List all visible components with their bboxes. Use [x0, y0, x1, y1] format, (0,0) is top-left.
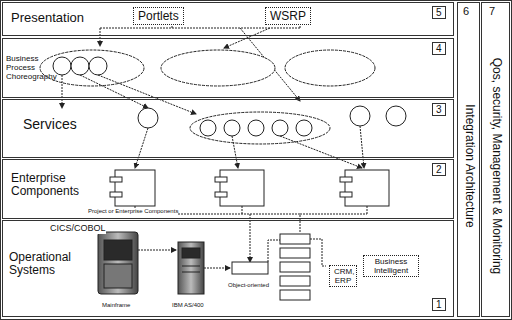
column-title: Integration Architecture: [462, 104, 475, 227]
caption-label: CICS/COBOL: [50, 224, 106, 234]
box-label: WSRP: [270, 9, 306, 23]
caption-label: 6: [463, 5, 469, 17]
caption-label: Mainframe: [102, 302, 130, 309]
caption-label: IBM AS/400: [172, 302, 204, 309]
side-column: Integration Architecture: [457, 2, 480, 317]
layer-band: Presentation Portlets WSRP: [2, 2, 454, 36]
box-label: Portlets: [138, 9, 179, 23]
caption-label: Project or Enterprise Components: [88, 208, 178, 215]
box-label: CRM, ERP: [334, 267, 354, 285]
layer-band: Operational SystemsCRM, ERP Business Inte…: [2, 220, 454, 317]
layer-band: Enterprise Components: [2, 159, 454, 219]
presentation-box: Portlets: [133, 7, 184, 25]
layer-band: Business Process Choreography: [2, 38, 454, 98]
layer-title: Presentation: [11, 11, 84, 25]
callout-number: 5: [432, 6, 446, 19]
callout-number: 1: [432, 298, 446, 311]
caption-label: Object-oriented: [228, 282, 269, 289]
presentation-box: WSRP: [265, 7, 311, 25]
caption-label: 7: [489, 5, 495, 17]
layer-title: Services: [23, 117, 77, 132]
layer-title: Operational Systems: [9, 251, 89, 277]
side-column: Qos, security, Management & Monitoring: [481, 2, 510, 317]
system-box: CRM, ERP: [329, 265, 357, 287]
callout-number: 4: [432, 42, 446, 55]
callout-number: 2: [432, 163, 446, 176]
layer-title: Business Process Choreography: [6, 55, 42, 81]
column-title: Qos, security, Management & Monitoring: [489, 57, 502, 274]
box-label: Business Intelligent: [374, 257, 408, 275]
layer-title: Enterprise Components: [11, 172, 91, 198]
callout-number: 3: [432, 103, 446, 116]
system-box: Business Intelligent: [363, 255, 419, 277]
layer-band: Services: [2, 99, 454, 158]
